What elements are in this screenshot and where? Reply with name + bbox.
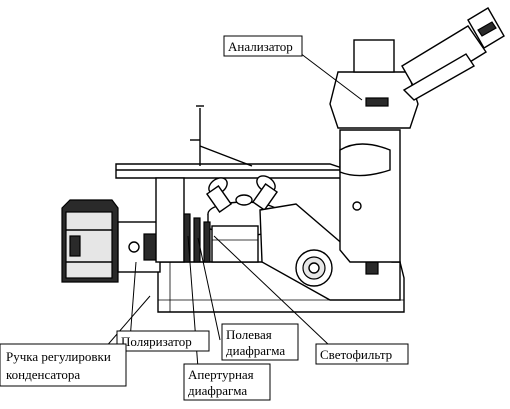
analyzer-label: Анализатор <box>228 39 293 54</box>
microscope-head <box>329 39 419 129</box>
light-filter-leader <box>213 235 331 347</box>
aperture-diaphragm-label-line1: Апертурная <box>188 367 254 382</box>
eyepieces <box>401 7 505 101</box>
specimen-stage <box>115 105 349 179</box>
label-aperture-diaphragm: Апертурная диафрагма <box>183 363 271 401</box>
analyzer-leader <box>295 49 363 101</box>
label-analyzer: Анализатор <box>223 35 303 57</box>
polarizer-label: Поляризатор <box>121 334 192 349</box>
pillar <box>339 129 401 263</box>
label-light-filter: Светофильтр <box>315 343 409 365</box>
field-diaphragm-leader <box>197 237 221 341</box>
aperture-diaphragm-label-line2: диафрагма <box>188 383 247 398</box>
microscope-drawing <box>61 7 505 313</box>
lamp-housing <box>61 199 161 283</box>
analyzer-slot <box>365 97 389 107</box>
label-condenser-knob: Ручка регулировки конденсатора <box>0 343 127 387</box>
field-diaphragm-label-line1: Полевая <box>226 327 272 342</box>
field-diaphragm-label-line2: диафрагма <box>226 343 285 358</box>
stage-support <box>155 177 185 263</box>
light-filter-label: Светофильтр <box>320 347 392 362</box>
label-field-diaphragm: Полевая диафрагма <box>221 323 299 361</box>
condenser-knob-label-line2: конденсатора <box>6 367 80 382</box>
rear-arm <box>259 203 401 301</box>
condenser-knob-label-line1: Ручка регулировки <box>6 349 111 364</box>
polarizer-leader <box>129 261 137 341</box>
label-polarizer: Поляризатор <box>116 330 210 352</box>
